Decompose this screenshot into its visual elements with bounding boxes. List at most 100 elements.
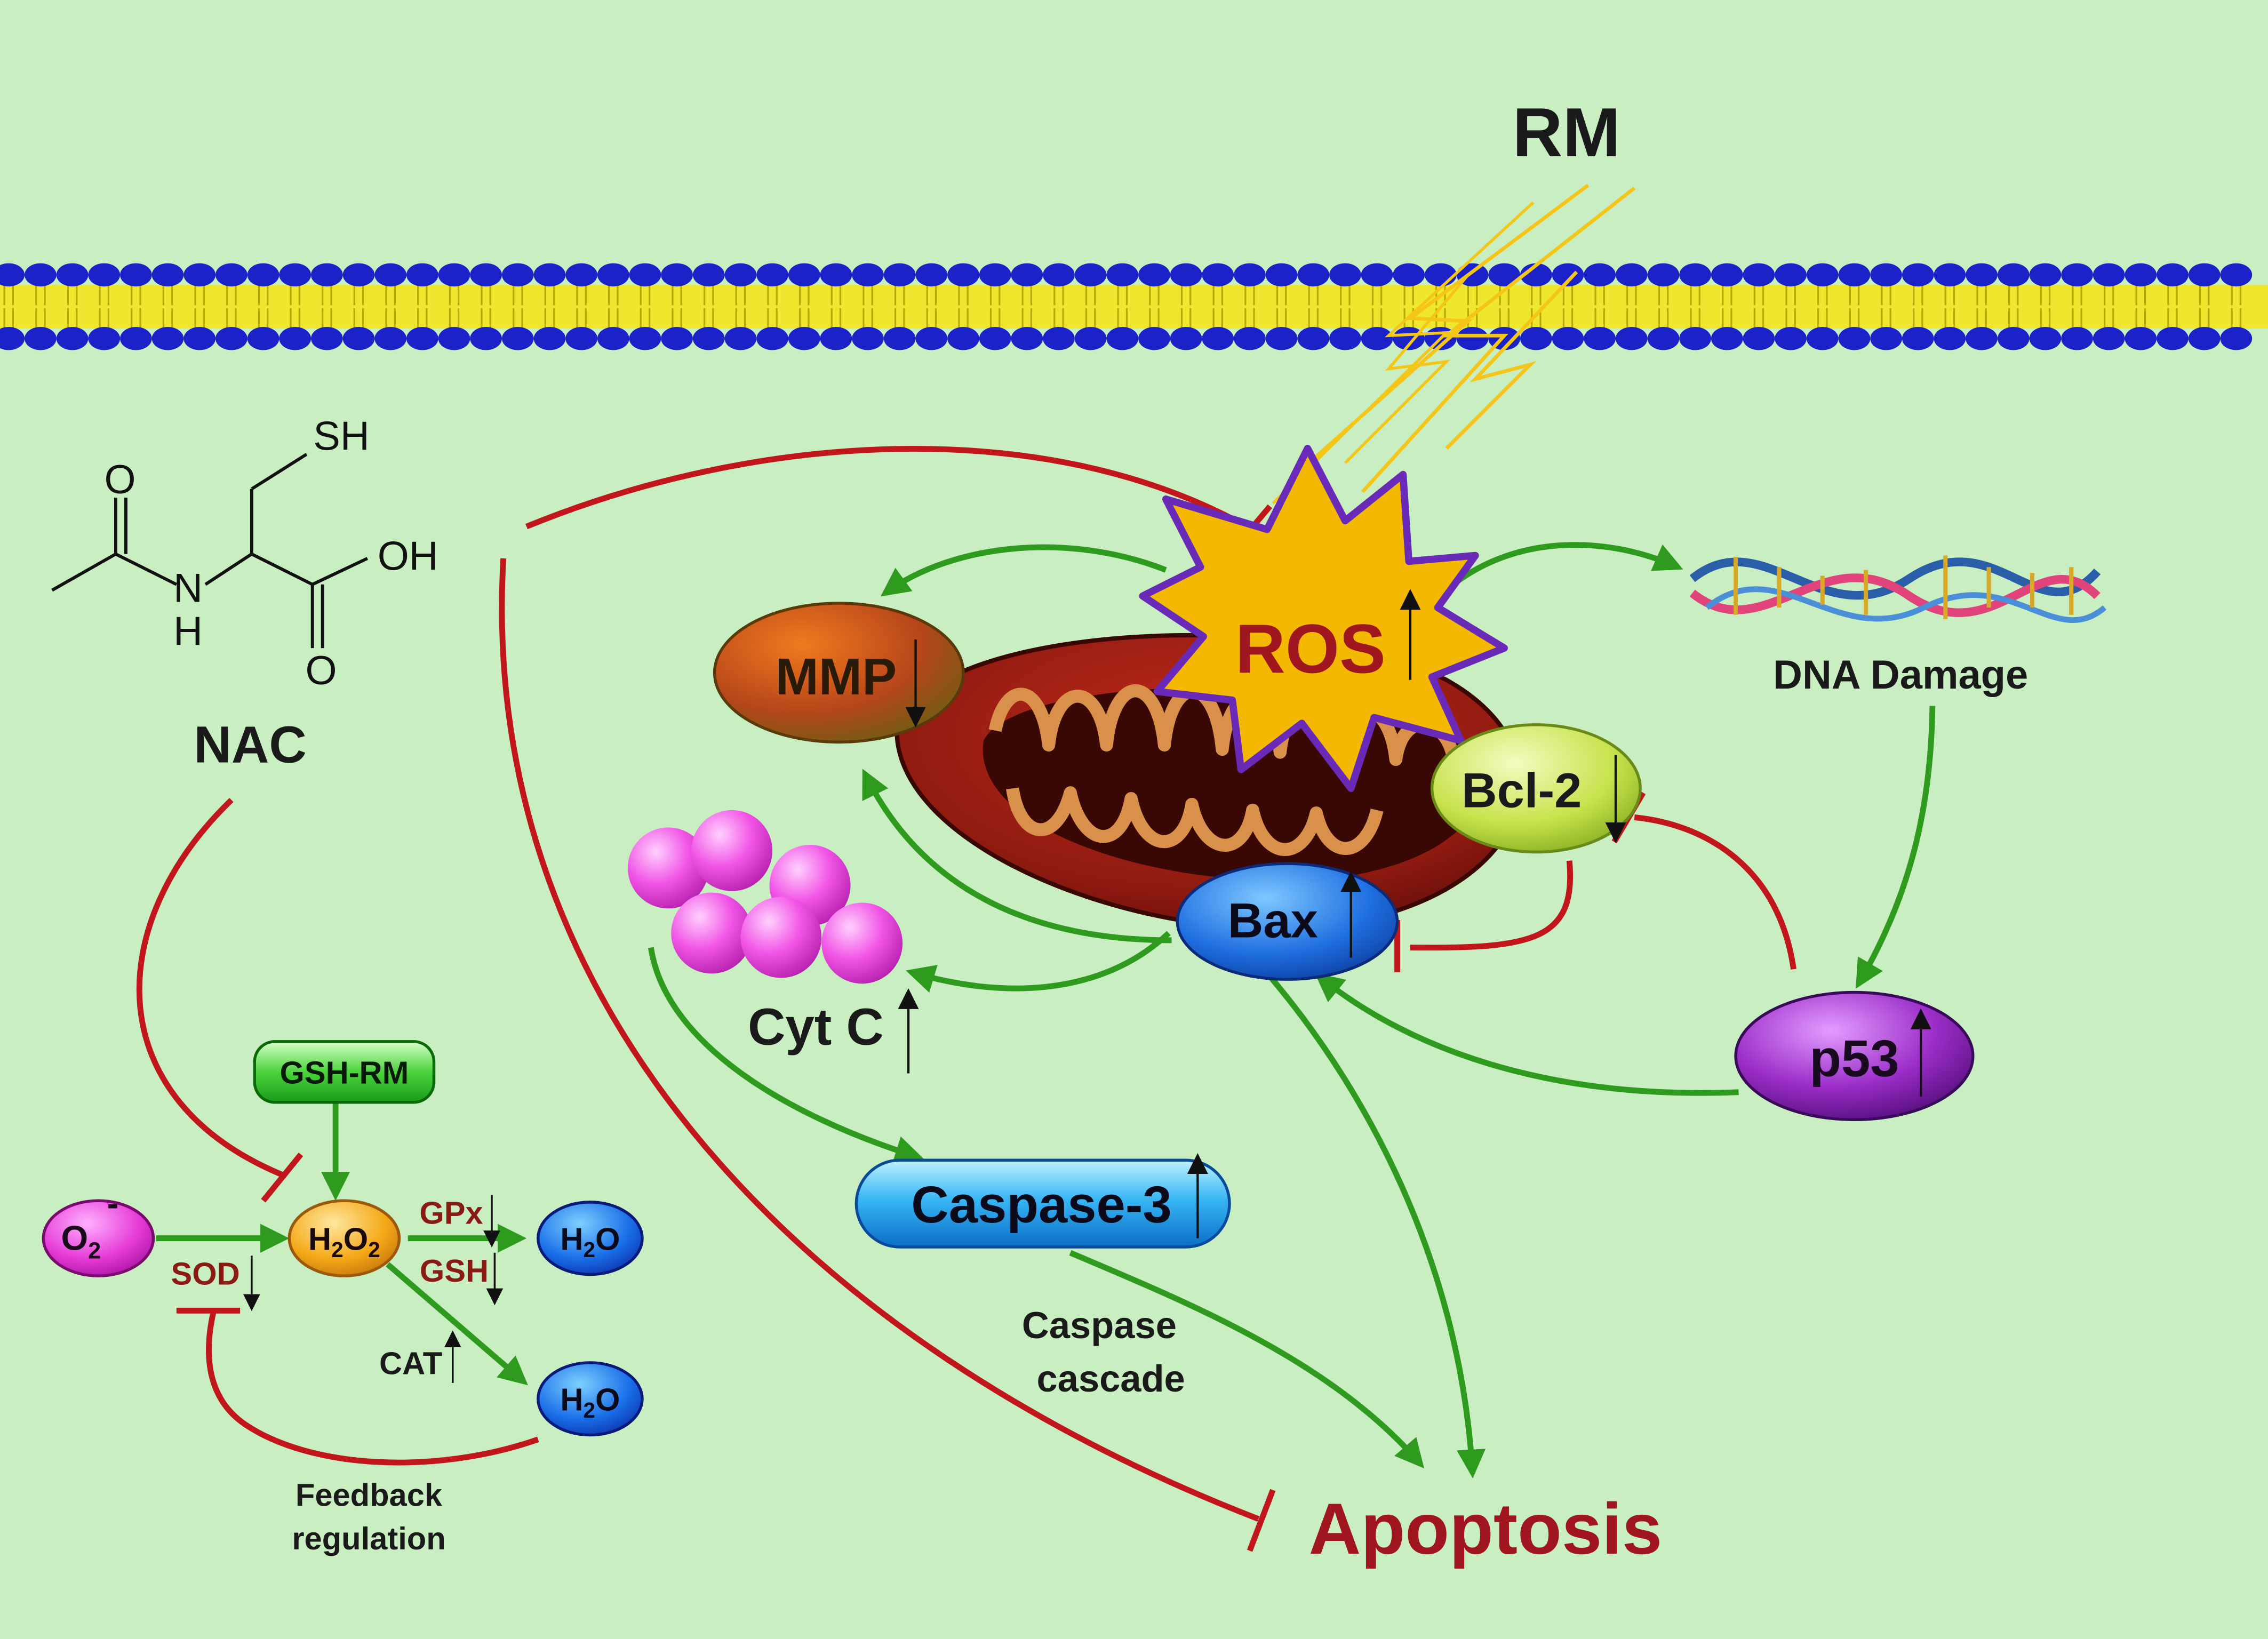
- lipid-head: [788, 326, 820, 350]
- lipid-head: [1806, 263, 1839, 287]
- h2o-node-top: [537, 1201, 644, 1276]
- lipid-head: [1456, 326, 1489, 350]
- lipid-head: [947, 263, 979, 287]
- lipid-head: [692, 263, 725, 287]
- lipid-head: [1647, 326, 1680, 350]
- nac-structure: [51, 453, 369, 649]
- activation-connectors: [156, 542, 1936, 1478]
- lipid-head: [311, 263, 343, 287]
- feedback-line2: regulation: [292, 1521, 445, 1556]
- lipid-head: [1361, 326, 1393, 350]
- ros-label: ROS: [1235, 610, 1386, 687]
- lipid-head: [979, 263, 1011, 287]
- p53-to-bax: [1314, 972, 1739, 1096]
- lipid-head: [724, 263, 757, 287]
- lipid-head: [1902, 263, 1934, 287]
- lipid-head: [1329, 326, 1361, 350]
- caspase-cascade-line1: Caspase: [1022, 1304, 1177, 1346]
- lipid-head: [1584, 263, 1616, 287]
- lipid-head: [1997, 326, 2030, 350]
- dna-helix: [1689, 555, 2107, 623]
- nac-atom-o-top: O: [105, 457, 136, 502]
- bcl2-node: [1430, 723, 1642, 854]
- bax-to-cytc: [906, 931, 1171, 993]
- gsh-rm-node: [253, 1040, 436, 1104]
- lipid-head: [1297, 263, 1330, 287]
- lipid-head: [406, 263, 438, 287]
- lipid-head: [1966, 326, 1998, 350]
- lipid-head: [1902, 326, 1934, 350]
- lipid-head: [1074, 326, 1107, 350]
- lipid-head: [25, 263, 57, 287]
- lipid-head: [247, 326, 279, 350]
- caspase3-label: Caspase-3: [911, 1176, 1171, 1234]
- lipid-head: [183, 263, 216, 287]
- lipid-head: [120, 263, 152, 287]
- lipid-head: [2061, 263, 2093, 287]
- lipid-head: [1138, 263, 1170, 287]
- lipid-head: [1966, 263, 1998, 287]
- cat-label: CAT: [379, 1346, 442, 1381]
- lipid-head: [2157, 326, 2189, 350]
- nac-inhibit-bar: [261, 1152, 304, 1203]
- lipid-head: [1265, 326, 1298, 350]
- cytc-label: Cyt C: [748, 997, 884, 1056]
- lipid-head: [692, 326, 725, 350]
- lipid-head: [788, 263, 820, 287]
- lipid-head: [1743, 263, 1775, 287]
- lipid-head: [1775, 263, 1807, 287]
- nac-label: NAC: [194, 715, 306, 773]
- lipid-head: [56, 263, 89, 287]
- cytochrome-c-cluster: [627, 810, 903, 984]
- lipid-head: [406, 326, 438, 350]
- lipid-head: [1520, 263, 1552, 287]
- lipid-head: [374, 326, 406, 350]
- apoptosis-inhibit-curve: [499, 558, 1260, 1522]
- lipid-head: [1043, 326, 1075, 350]
- lipid-head: [661, 263, 693, 287]
- bax-label: Bax: [1228, 893, 1318, 948]
- lipid-head: [1361, 263, 1393, 287]
- lipid-head: [1138, 326, 1170, 350]
- lipid-head: [629, 326, 661, 350]
- lipid-head: [279, 263, 312, 287]
- radiation-lightning: [1272, 183, 1636, 505]
- lipid-head: [1520, 326, 1552, 350]
- lipid-head: [2029, 326, 2062, 350]
- ros-to-mmp: [880, 544, 1167, 597]
- lipid-head: [279, 326, 312, 350]
- lipid-head: [915, 326, 948, 350]
- o2-formula: O2: [61, 1218, 101, 1264]
- lipid-head: [597, 263, 629, 287]
- rm-label: RM: [1513, 93, 1620, 171]
- lipid-head: [183, 326, 216, 350]
- lipid-head: [1202, 263, 1234, 287]
- lipid-head: [342, 326, 375, 350]
- nac-atom-n: N: [173, 565, 203, 611]
- cytc-to-caspase: [648, 947, 924, 1164]
- lipid-head: [724, 326, 757, 350]
- lipid-head: [2125, 263, 2157, 287]
- bax-node: [1176, 862, 1399, 981]
- lipid-head: [1997, 263, 2030, 287]
- lipid-head: [1106, 263, 1139, 287]
- lipid-head: [215, 326, 247, 350]
- lipid-head: [1393, 263, 1425, 287]
- lipid-head: [151, 263, 184, 287]
- lipid-head: [1743, 326, 1775, 350]
- lipid-head: [852, 326, 884, 350]
- lipid-head: [979, 326, 1011, 350]
- lipid-head: [1870, 326, 1902, 350]
- h2o-node-bottom: [537, 1361, 644, 1437]
- ros-star: [1139, 445, 1508, 792]
- lipid-head: [470, 263, 502, 287]
- lipid-head: [2220, 326, 2253, 350]
- lipid-head: [88, 263, 121, 287]
- apoptosis-inhibit-bar: [1247, 1489, 1276, 1552]
- lipid-head: [247, 263, 279, 287]
- cell-membrane: [0, 263, 2268, 350]
- h2o2-node: [288, 1199, 401, 1277]
- lipid-head: [151, 326, 184, 350]
- lipid-head: [1552, 326, 1584, 350]
